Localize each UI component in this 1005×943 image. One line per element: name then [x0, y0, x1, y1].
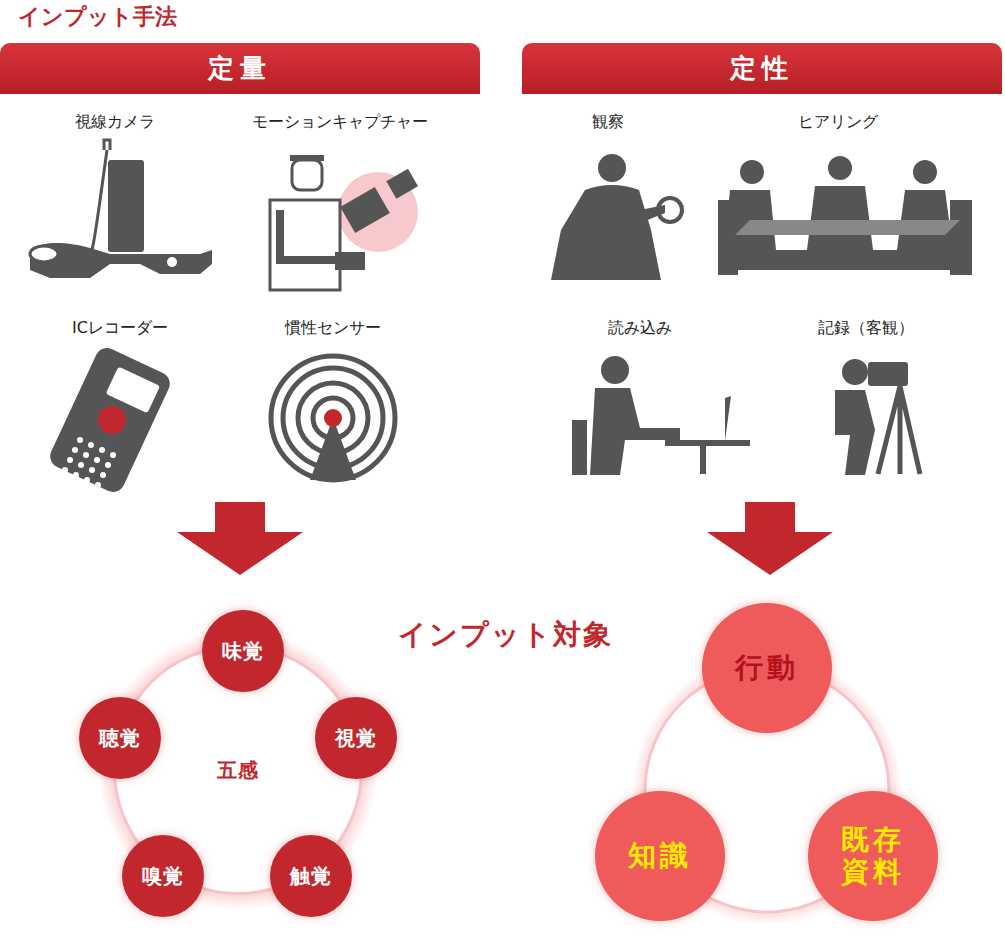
circle: 聴覚 — [79, 697, 161, 779]
method-label: 慣性センサー — [285, 318, 381, 339]
section-heading: インプット対象 — [398, 616, 613, 654]
node-label: 嗅覚 — [142, 863, 184, 890]
key-dot — [100, 472, 106, 478]
method-label: 読み込み — [608, 318, 672, 339]
eye-camera-icon — [30, 140, 212, 278]
hearing-icon — [718, 156, 972, 275]
key-dot — [84, 477, 90, 483]
node-label: 五感 — [217, 757, 259, 784]
key-dot — [73, 472, 79, 478]
key-dot — [72, 447, 78, 453]
reading-icon — [572, 356, 750, 475]
circle: 嗅覚 — [122, 835, 204, 917]
key-dot — [83, 452, 89, 458]
title: インプット手法 — [18, 2, 177, 32]
key-dot — [105, 462, 111, 468]
key-dot — [99, 447, 105, 453]
node-label: 聴覚 — [99, 725, 141, 752]
node-label: 視覚 — [335, 725, 377, 752]
node-label: 定性 — [730, 51, 794, 86]
down-arrow — [177, 502, 303, 575]
circle: 触覚 — [270, 835, 352, 917]
key-dot — [94, 457, 100, 463]
key-dot — [77, 437, 83, 443]
circle: 味覚 — [202, 610, 284, 692]
key-dot — [95, 482, 101, 488]
band: 定性 — [522, 43, 1002, 94]
key-dot — [88, 442, 94, 448]
sensor-mast — [310, 418, 356, 480]
key-dot — [67, 457, 73, 463]
circle: 行動 — [702, 603, 832, 733]
method-label: ヒアリング — [798, 112, 878, 133]
ic-recorder-icon — [46, 344, 173, 496]
node-label: 定量 — [208, 51, 272, 86]
node-label: 知識 — [628, 837, 692, 875]
circle: 既存資料 — [808, 791, 938, 921]
node-label: 既存資料 — [839, 824, 906, 888]
method-label: 観察 — [592, 112, 624, 133]
key-dot — [62, 467, 68, 473]
band: 定量 — [0, 43, 480, 94]
key-dot — [89, 467, 95, 473]
sensor-dot — [324, 409, 342, 427]
motion-capture-icon — [270, 155, 418, 290]
node-label: 味覚 — [222, 638, 264, 665]
method-label: 視線カメラ — [75, 112, 155, 133]
photographer-icon — [835, 359, 920, 475]
method-label: モーションキャプチャー — [252, 112, 428, 133]
sensor-icon — [271, 356, 395, 480]
circle: 視覚 — [315, 697, 397, 779]
method-label: ICレコーダー — [72, 318, 168, 339]
down-arrow — [707, 502, 833, 575]
method-label: 記録（客観） — [818, 318, 914, 339]
node-label: 触覚 — [290, 863, 332, 890]
key-dot — [78, 462, 84, 468]
key-dot — [110, 452, 116, 458]
circle: 知識 — [595, 791, 725, 921]
node-label: 行動 — [735, 649, 799, 687]
observation-icon — [551, 154, 682, 280]
